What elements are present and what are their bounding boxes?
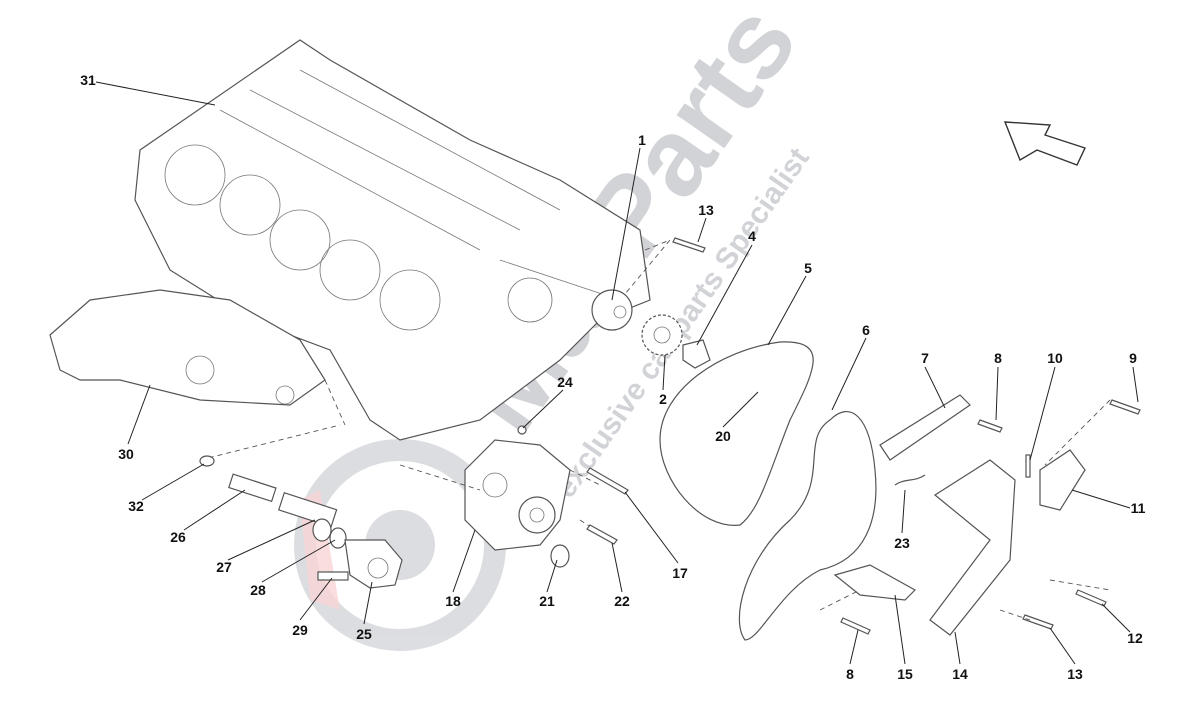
oil-pump: [464, 425, 571, 568]
bolts: [586, 237, 1141, 635]
callout-11: 11: [1131, 500, 1146, 516]
oil-pan-assembly: [49, 289, 326, 406]
callout-14: 14: [952, 666, 968, 682]
callout-6: 6: [862, 322, 870, 338]
callout-28: 28: [250, 582, 266, 598]
direction-arrow-icon: [1003, 121, 1086, 166]
callout-10: 10: [1047, 350, 1063, 366]
callout-leaders: [95, 81, 1139, 665]
callout-29: 29: [292, 622, 308, 638]
callout-27: 27: [216, 559, 232, 575]
callout-24: 24: [557, 374, 573, 390]
callout-1: 1: [638, 132, 646, 148]
small-parts-left: [199, 455, 403, 589]
callout-8: 8: [994, 350, 1002, 366]
chain-guides: [833, 394, 1086, 636]
callout-23: 23: [894, 535, 910, 551]
callout-8-lower: 8: [846, 666, 854, 682]
sprockets: [591, 289, 711, 369]
callout-25: 25: [356, 626, 372, 642]
callout-labels: 31 1 13 4 5 6 7 8 10 9 11 12 13 14 15 8 …: [80, 72, 1145, 682]
callout-13: 13: [698, 202, 714, 218]
callout-9: 9: [1129, 350, 1137, 366]
callout-7: 7: [921, 350, 929, 366]
timing-chains: [659, 341, 877, 641]
callout-21: 21: [539, 593, 555, 609]
callout-31: 31: [80, 72, 96, 88]
callout-2: 2: [659, 391, 667, 407]
callout-26: 26: [170, 529, 186, 545]
callout-13-lower: 13: [1067, 666, 1083, 682]
callout-12: 12: [1127, 630, 1143, 646]
callout-15: 15: [897, 666, 913, 682]
callout-4: 4: [748, 228, 756, 244]
callout-17: 17: [672, 565, 688, 581]
callout-32: 32: [128, 498, 144, 514]
callout-30: 30: [118, 446, 134, 462]
callout-5: 5: [804, 260, 812, 276]
callout-18: 18: [445, 593, 461, 609]
callout-20: 20: [715, 428, 731, 444]
callout-22: 22: [614, 593, 630, 609]
